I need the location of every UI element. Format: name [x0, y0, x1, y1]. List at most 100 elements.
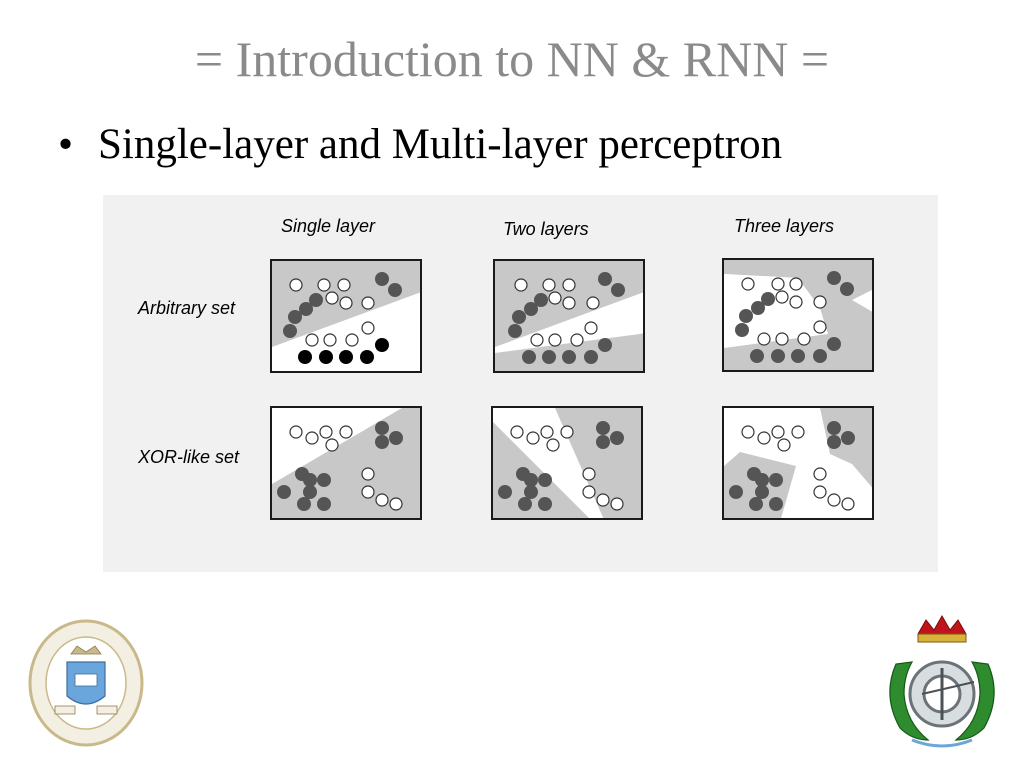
data-point-gray [755, 473, 769, 487]
data-point-open [289, 278, 303, 292]
decision-region [820, 408, 872, 488]
data-point-gray [498, 485, 512, 499]
data-point-open [813, 320, 827, 334]
data-point-gray [827, 435, 841, 449]
data-point-open [797, 332, 811, 346]
data-point-open [345, 333, 359, 347]
data-point-open [777, 438, 791, 452]
panel-xor-three-layers [722, 406, 874, 520]
bullet-item: •Single-layer and Multi-layer perceptron [58, 122, 782, 167]
data-point-open [323, 333, 337, 347]
data-point-gray [299, 302, 313, 316]
data-point-gray [317, 473, 331, 487]
data-point-open [305, 431, 319, 445]
data-point-gray [755, 485, 769, 499]
data-point-gray [598, 338, 612, 352]
data-point-gray [596, 421, 610, 435]
crest-crown-band [917, 633, 967, 643]
data-point-open [841, 497, 855, 511]
column-heading-single-layer: Single layer [281, 216, 376, 236]
data-point-gray [538, 473, 552, 487]
data-point-open [570, 333, 584, 347]
data-point-gray [827, 421, 841, 435]
decision-region [493, 422, 589, 518]
data-point-gray [596, 435, 610, 449]
crest-lightning-icon [921, 681, 975, 695]
university-seal-logo [28, 619, 144, 747]
data-point-open [813, 485, 827, 499]
data-point-open [514, 278, 528, 292]
data-point-open [813, 295, 827, 309]
data-point-gray [534, 293, 548, 307]
data-point-open [582, 467, 596, 481]
data-point-open [546, 438, 560, 452]
data-point-open [562, 278, 576, 292]
data-point-gray [375, 421, 389, 435]
data-point-gray [317, 497, 331, 511]
panel-xor-two-layers [491, 406, 643, 520]
data-point-open [791, 425, 805, 439]
data-point-gray [522, 350, 536, 364]
data-point-gray [791, 349, 805, 363]
data-point-gray [375, 435, 389, 449]
data-point-gray [840, 282, 854, 296]
data-point-open [596, 493, 610, 507]
data-point-open [389, 497, 403, 511]
data-point-open [789, 295, 803, 309]
crest-ribbon [911, 738, 973, 748]
data-point-gray [389, 431, 403, 445]
column-heading-two-layers: Two layers [503, 219, 589, 239]
data-point-gray [297, 497, 311, 511]
data-point-black [375, 338, 389, 352]
data-point-gray [771, 349, 785, 363]
data-point-gray [749, 497, 763, 511]
data-point-gray [750, 349, 764, 363]
data-point-gray [538, 497, 552, 511]
data-point-open [757, 431, 771, 445]
data-point-open [510, 425, 524, 439]
panel-graphic [493, 408, 641, 518]
data-point-open [337, 278, 351, 292]
data-point-open [361, 485, 375, 499]
data-point-open [789, 277, 803, 291]
data-point-gray [375, 272, 389, 286]
data-point-gray [508, 324, 522, 338]
perceptron-figure: Single layer Two layers Three layers Arb… [103, 195, 938, 572]
bullet-symbol: • [58, 121, 74, 168]
data-point-black [360, 350, 374, 364]
data-point-gray [761, 292, 775, 306]
seal-banner-left [54, 705, 76, 715]
data-point-open [289, 425, 303, 439]
data-point-open [813, 467, 827, 481]
data-point-open [548, 333, 562, 347]
crest-crown-icon [917, 614, 967, 635]
data-point-gray [303, 473, 317, 487]
data-point-open [582, 485, 596, 499]
data-point-gray [827, 337, 841, 351]
row-label-arbitrary-set: Arbitrary set [138, 298, 236, 318]
slide-title: = Introduction to NN & RNN = [194, 31, 830, 87]
row-label-xor-like-set: XOR-like set [138, 447, 240, 467]
data-point-gray [739, 309, 753, 323]
data-point-open [540, 425, 554, 439]
data-point-open [530, 333, 544, 347]
panel-xor-single-layer [270, 406, 422, 520]
seal-banner-right [96, 705, 118, 715]
data-point-gray [735, 323, 749, 337]
data-point-open [305, 333, 319, 347]
data-point-gray [769, 497, 783, 511]
data-point-open [610, 497, 624, 511]
panel-arbitrary-single-layer [270, 259, 422, 373]
data-point-open [741, 277, 755, 291]
data-point-open [339, 296, 353, 310]
data-point-open [775, 332, 789, 346]
data-point-black [339, 350, 353, 364]
data-point-open [319, 425, 333, 439]
panel-graphic [724, 260, 872, 370]
data-point-gray [524, 485, 538, 499]
data-point-gray [769, 473, 783, 487]
data-point-gray [388, 283, 402, 297]
data-point-gray [277, 485, 291, 499]
data-point-gray [303, 485, 317, 499]
panel-arbitrary-three-layers [722, 258, 874, 372]
